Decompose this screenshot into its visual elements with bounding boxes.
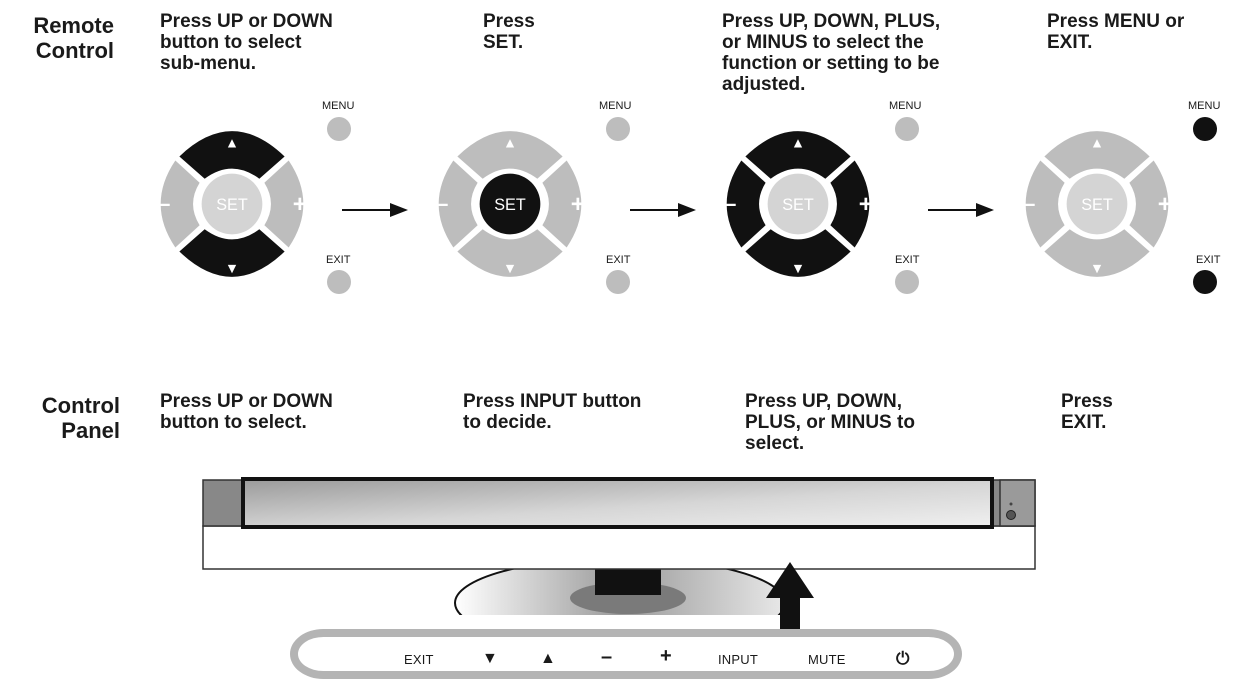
dpad-down-button[interactable] — [457, 229, 563, 277]
menu-label-2: MENU — [599, 100, 632, 112]
monitor-screen — [241, 477, 994, 529]
menu-label-4: MENU — [1188, 100, 1221, 112]
flow-arrow-icon-3 — [928, 203, 994, 217]
monitor-bottom-bezel — [202, 525, 1036, 570]
dpad-up-button[interactable] — [457, 131, 563, 179]
down-arrow-icon: ▼ — [503, 261, 517, 277]
exit-label-3: EXIT — [895, 254, 920, 266]
dpad-set-button[interactable] — [479, 173, 541, 235]
exit-button-1[interactable] — [327, 270, 351, 294]
plus-icon: + — [859, 191, 873, 218]
menu-label-1: MENU — [322, 100, 355, 112]
panel-step-2-text: Press INPUT button to decide. — [463, 391, 642, 433]
monitor-stand-neck — [595, 567, 661, 595]
remote-step-1-text: Press UP or DOWN button to select sub-me… — [160, 11, 333, 74]
panel-minus-button[interactable]: – — [601, 646, 613, 668]
remote-step-4-text: Press MENU or EXIT. — [1047, 11, 1185, 53]
remote-dpad-step-3: SET ▲ ▼ – + — [724, 131, 873, 277]
remote-dpad-step-4: SET ▲ ▼ – + — [1023, 131, 1172, 277]
dpad-minus-button[interactable] — [160, 160, 200, 248]
plus-icon: + — [1158, 191, 1172, 218]
monitor-illustration — [202, 477, 1036, 615]
pointer-arrow-icon — [766, 562, 814, 632]
exit-label-4: EXIT — [1196, 254, 1221, 266]
dpad-minus-button[interactable] — [438, 160, 478, 248]
minus-icon: – — [724, 191, 736, 216]
up-arrow-icon: ▲ — [791, 135, 805, 151]
remote-control-label: Remote Control — [33, 13, 114, 63]
dpad-minus-button[interactable] — [1025, 160, 1065, 248]
remote-step-3-text: Press UP, DOWN, PLUS, or MINUS to select… — [722, 11, 941, 95]
exit-label-1: EXIT — [326, 254, 351, 266]
remote-dpad-step-1: SET ▲ ▼ – + — [158, 131, 307, 277]
menu-button-3[interactable] — [895, 117, 919, 141]
dpad-down-button[interactable] — [745, 229, 851, 277]
remote-dpad-step-2: SET ▲ ▼ – + — [436, 131, 585, 277]
down-arrow-icon: ▼ — [1090, 261, 1104, 277]
panel-step-4-text: Press EXIT. — [1061, 391, 1113, 433]
dpad-plus-button[interactable] — [264, 160, 304, 248]
control-panel-label: Control Panel — [41, 393, 120, 443]
set-button-label: SET — [782, 196, 814, 214]
dpad-set-button[interactable] — [201, 173, 263, 235]
up-arrow-icon: ▲ — [503, 135, 517, 151]
menu-button-1[interactable] — [327, 117, 351, 141]
remote-step-2-text: Press SET. — [483, 11, 535, 53]
dpad-up-button[interactable] — [745, 131, 851, 179]
panel-step-3-text: Press UP, DOWN, PLUS, or MINUS to select… — [745, 391, 915, 454]
panel-step-1-text: Press UP or DOWN button to select. — [160, 391, 333, 433]
minus-icon: – — [436, 191, 448, 216]
control-panel-button-strip — [290, 629, 962, 679]
exit-button-4[interactable] — [1193, 270, 1217, 294]
panel-mute-button[interactable]: MUTE — [808, 652, 846, 667]
panel-exit-button[interactable]: EXIT — [404, 652, 434, 667]
dpad-plus-button[interactable] — [1129, 160, 1169, 248]
menu-button-2[interactable] — [606, 117, 630, 141]
plus-icon: + — [293, 191, 307, 218]
up-arrow-icon: ▲ — [1090, 135, 1104, 151]
power-led-icon — [1009, 502, 1013, 506]
panel-power-button[interactable]: ⏻ — [896, 649, 910, 668]
menu-label-3: MENU — [889, 100, 922, 112]
dpad-up-button[interactable] — [179, 131, 285, 179]
flow-arrow-icon-1 — [342, 203, 408, 217]
monitor-right-cap — [999, 479, 1036, 527]
down-arrow-icon: ▼ — [791, 261, 805, 277]
down-arrow-icon: ▼ — [225, 261, 239, 277]
dpad-plus-button[interactable] — [830, 160, 870, 248]
monitor-power-button[interactable] — [1006, 510, 1016, 520]
plus-icon: + — [571, 191, 585, 218]
dpad-up-button[interactable] — [1044, 131, 1150, 179]
panel-up-button[interactable]: ▲ — [540, 650, 556, 667]
exit-button-2[interactable] — [606, 270, 630, 294]
panel-input-button[interactable]: INPUT — [718, 652, 758, 667]
up-arrow-icon: ▲ — [225, 135, 239, 151]
menu-button-4[interactable] — [1193, 117, 1217, 141]
minus-icon: – — [158, 191, 170, 216]
exit-button-3[interactable] — [895, 270, 919, 294]
set-button-label: SET — [1081, 196, 1113, 214]
panel-down-button[interactable]: ▼ — [482, 650, 498, 667]
minus-icon: – — [1023, 191, 1035, 216]
set-button-label: SET — [494, 196, 526, 214]
dpad-down-button[interactable] — [179, 229, 285, 277]
dpad-set-button[interactable] — [1066, 173, 1128, 235]
dpad-down-button[interactable] — [1044, 229, 1150, 277]
exit-label-2: EXIT — [606, 254, 631, 266]
panel-plus-button[interactable]: + — [660, 645, 672, 667]
flow-arrow-icon-2 — [630, 203, 696, 217]
set-button-label: SET — [216, 196, 248, 214]
dpad-minus-button[interactable] — [726, 160, 766, 248]
dpad-plus-button[interactable] — [542, 160, 582, 248]
dpad-set-button[interactable] — [767, 173, 829, 235]
